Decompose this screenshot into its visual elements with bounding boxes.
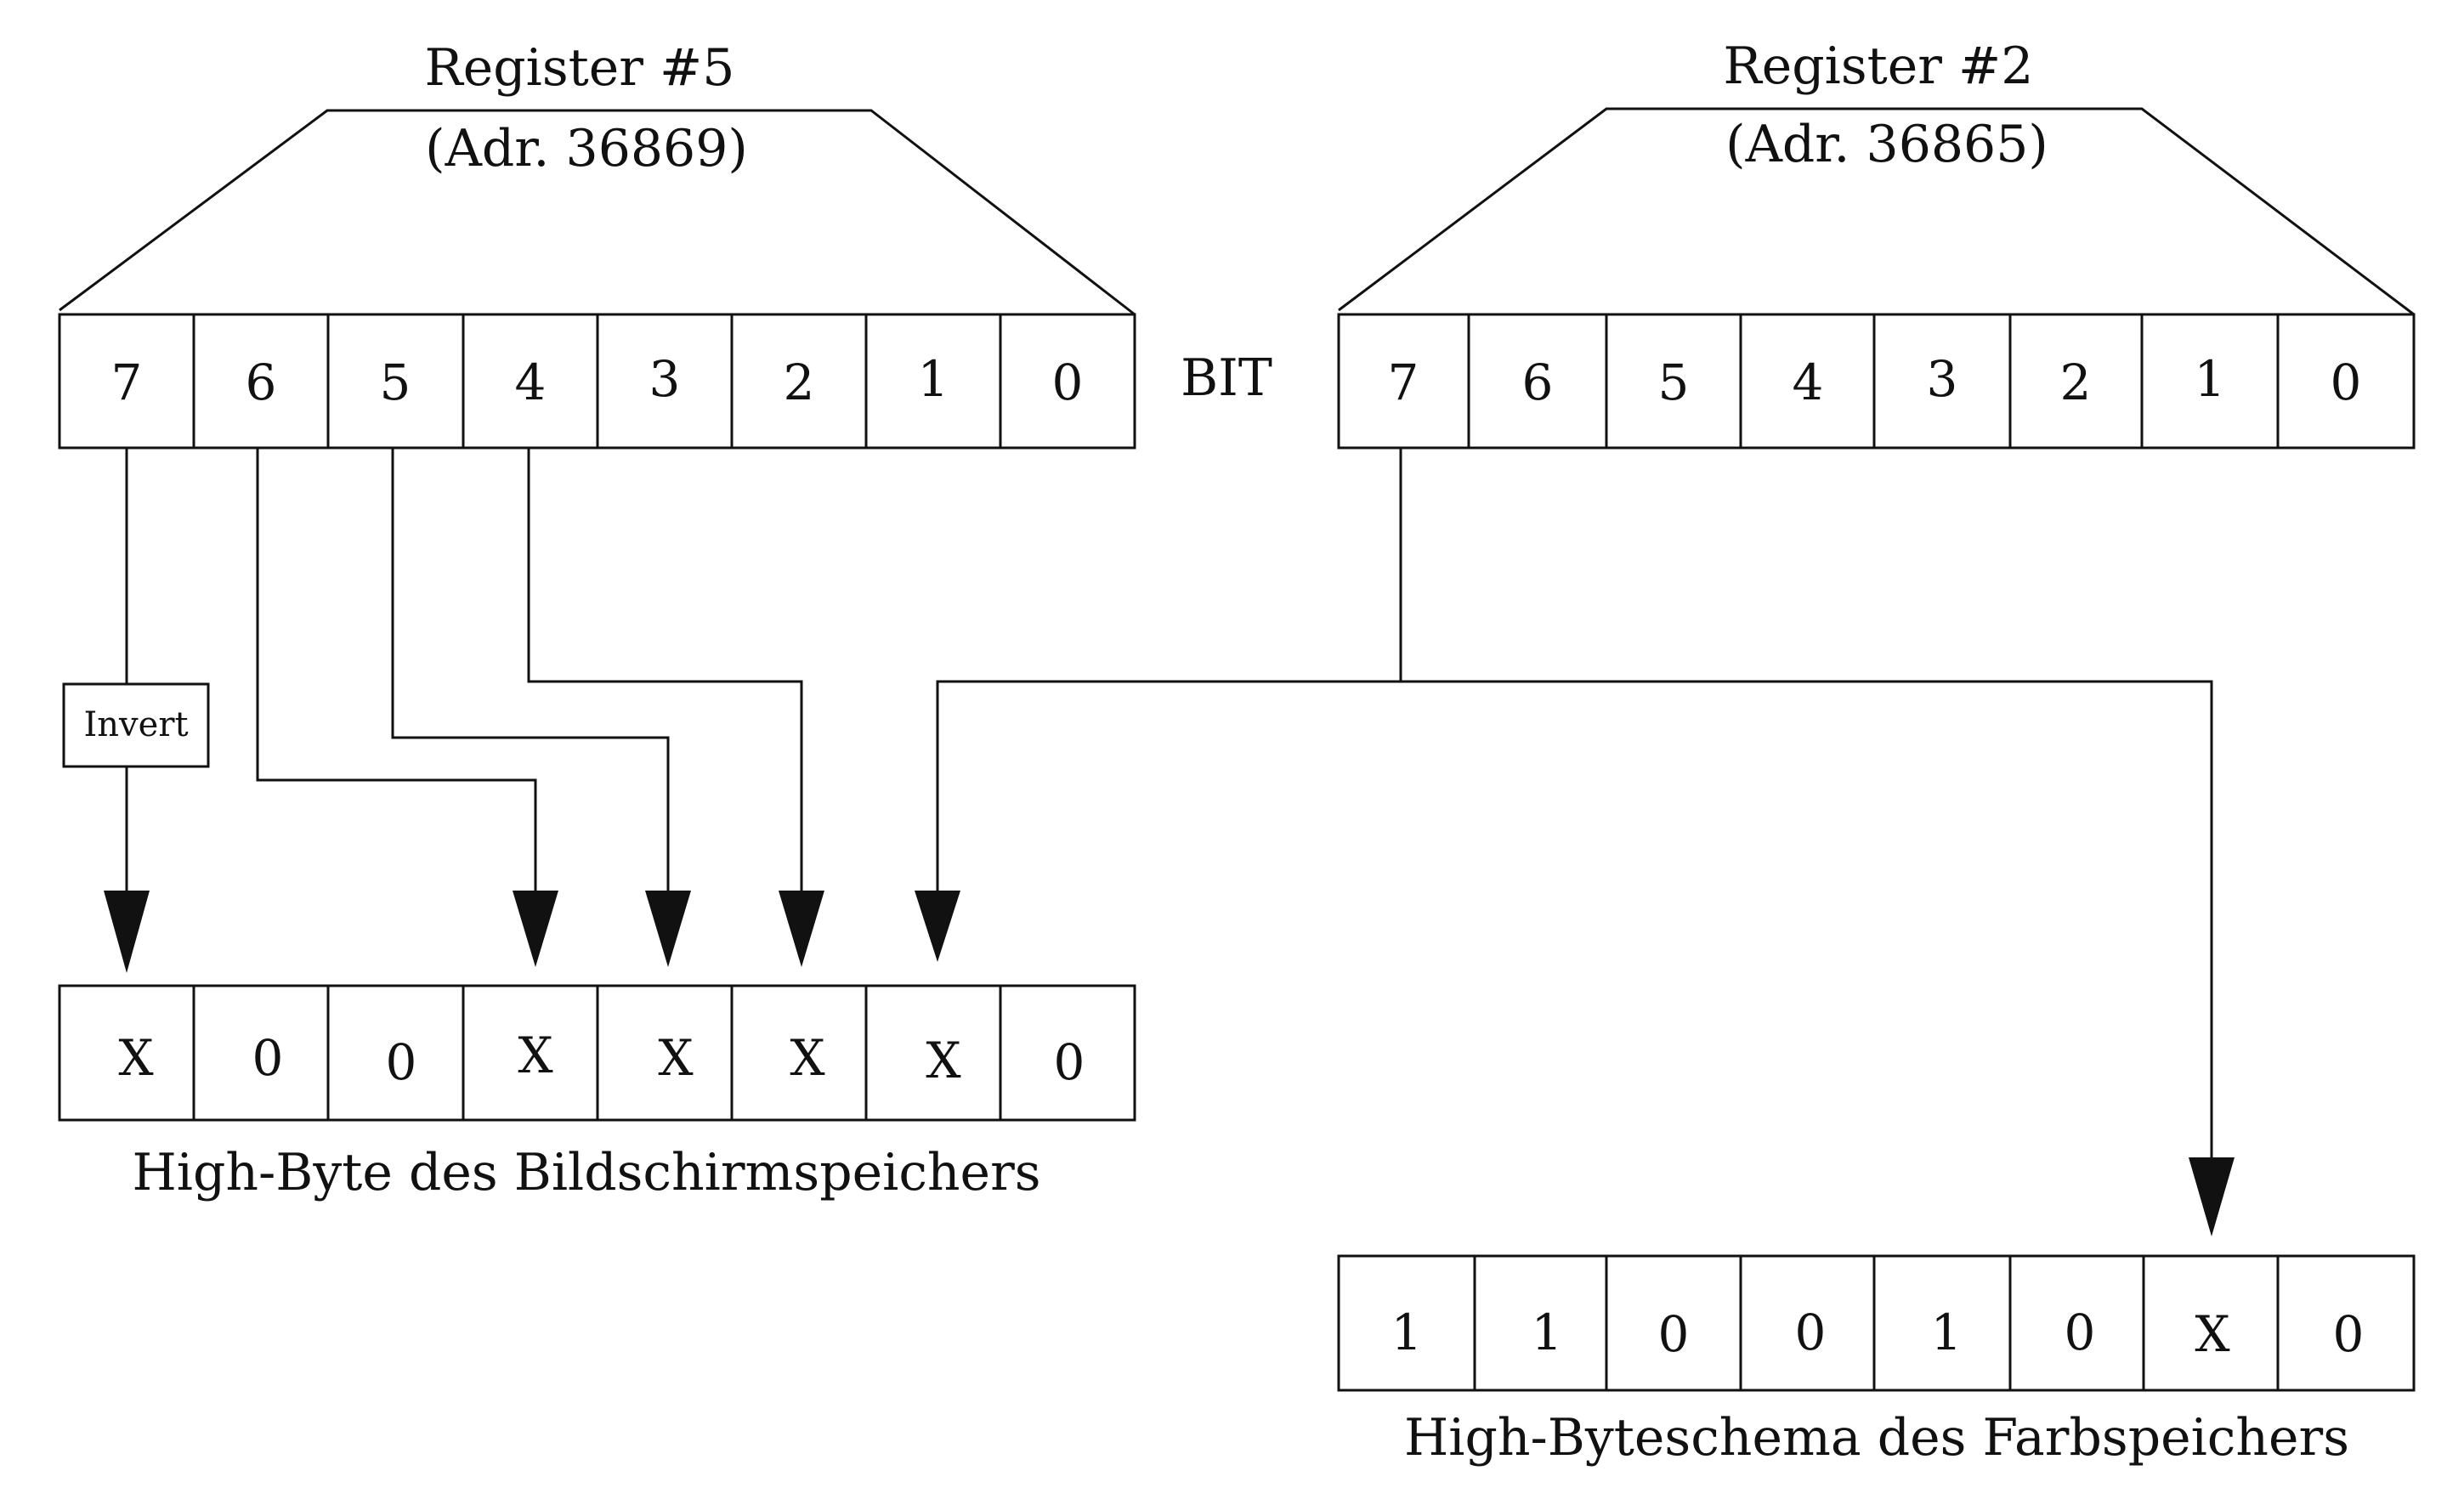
color-cell-4: 1: [1931, 1304, 1963, 1361]
connector-wires: [125, 448, 2213, 1168]
color-cell-5: 0: [2065, 1304, 2096, 1361]
register5-bit-row: 7 6 5 4 3 2 1 0: [58, 313, 1136, 450]
register2-bit-2: 2: [2060, 354, 2092, 411]
invert-box: Invert: [62, 682, 210, 768]
color-cell-2: 0: [1658, 1305, 1690, 1363]
wire-reg2-bit7-to-screen-cell-6: [936, 680, 1401, 901]
register2-bit-5: 5: [1658, 354, 1690, 411]
register2-bit-6: 6: [1522, 354, 1554, 411]
register5-bit-0: 0: [1052, 354, 1084, 411]
bit-label: BIT: [1181, 348, 1272, 408]
color-cell-0: 1: [1391, 1304, 1423, 1361]
color-cell-6: X: [2195, 1305, 2230, 1363]
wire-reg5-bit6-to-screen-cell-3: [256, 448, 537, 901]
register2-bit-0: 0: [2331, 354, 2362, 411]
register2-bit-7: 7: [1388, 354, 1419, 411]
arrow-screen-cell-3: [513, 891, 558, 967]
wire-reg2-bit7-to-color-cell-6: [1401, 680, 2213, 1168]
screen-cell-4: X: [658, 1029, 694, 1087]
color-cell-1: 1: [1532, 1304, 1563, 1361]
arrow-screen-cell-5: [779, 891, 824, 967]
wire-reg5-bit5-to-screen-cell-4: [391, 448, 670, 901]
screen-cell-0: X: [118, 1029, 154, 1087]
color-high-byte-row: 1 1 0 0 1 0 X 0: [1337, 1254, 2416, 1392]
screen-cell-3: X: [518, 1027, 553, 1084]
screen-cell-2: 0: [386, 1033, 417, 1091]
screen-cell-1: 0: [252, 1029, 284, 1087]
screen-cell-7: 0: [1054, 1033, 1085, 1091]
register5-bit-5: 5: [380, 354, 411, 411]
screen-cell-5: X: [790, 1029, 825, 1087]
register2-bit-3: 3: [1927, 350, 1958, 408]
register2-bit-1: 1: [2195, 350, 2226, 408]
register2-bit-row: 7 6 5 4 3 2 1 0: [1337, 313, 2416, 450]
register5-bit-1: 1: [918, 350, 949, 408]
arrow-screen-cell-0: [104, 891, 150, 973]
register2-bit-4: 4: [1793, 354, 1824, 411]
register2-header: Register #2 (Adr. 36865): [1338, 37, 2415, 316]
arrow-color-cell-6: [2189, 1157, 2235, 1236]
arrowheads: [104, 891, 2235, 1236]
arrow-screen-cell-4: [645, 891, 691, 967]
register5-bit-2: 2: [784, 354, 815, 411]
register5-bit-4: 4: [515, 354, 547, 411]
wire-reg5-bit4-to-screen-cell-5: [527, 448, 803, 901]
register5-address: (Adr. 36869): [425, 119, 748, 178]
color-high-byte-caption: High-Byteschema des Farbspeichers: [1404, 1408, 2349, 1468]
screen-high-byte-row: X 0 0 X X X X 0: [58, 984, 1136, 1122]
register5-bit-3: 3: [649, 350, 681, 408]
register5-bit-6: 6: [246, 354, 277, 411]
color-cell-7: 0: [2333, 1305, 2365, 1363]
register5-header: Register #5 (Adr. 36869): [59, 38, 1136, 316]
register2-trapezoid: [1338, 107, 2415, 316]
register2-title: Register #2: [1724, 37, 2034, 96]
register5-title: Register #5: [425, 38, 735, 98]
invert-label: Invert: [83, 705, 188, 744]
register5-bit-7: 7: [111, 354, 143, 411]
screen-high-byte-caption: High-Byte des Bildschirmspeichers: [132, 1143, 1040, 1202]
color-cell-3: 0: [1795, 1304, 1827, 1361]
arrow-screen-cell-6: [915, 891, 960, 962]
register2-address: (Adr. 36865): [1725, 115, 2048, 174]
screen-cell-6: X: [926, 1032, 961, 1089]
register5-trapezoid: [59, 109, 1136, 316]
